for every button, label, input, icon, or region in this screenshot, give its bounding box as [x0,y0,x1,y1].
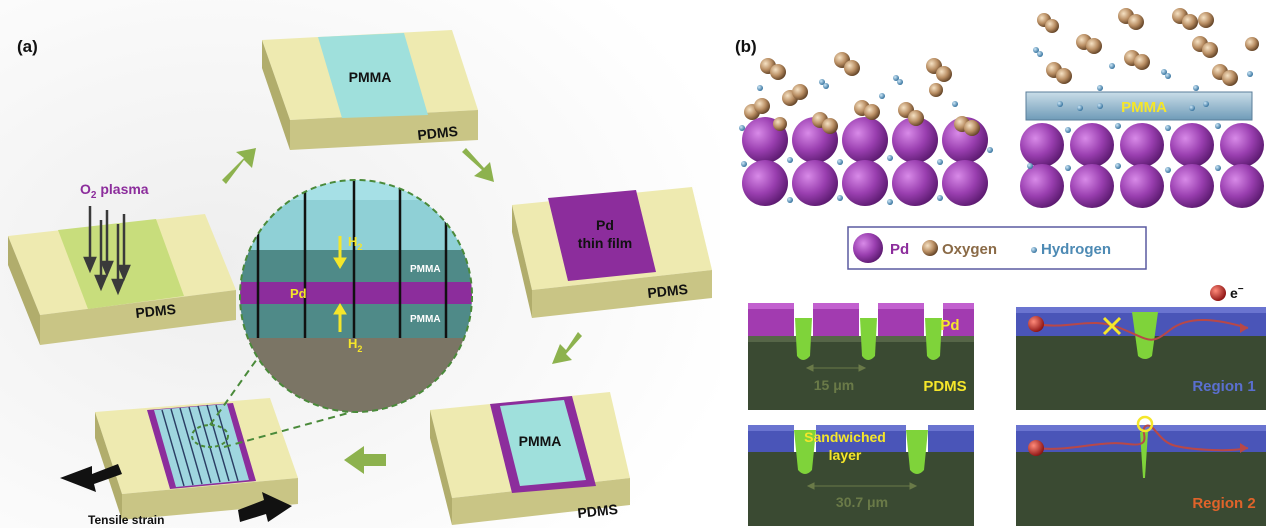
pmma-on-pdms-top: PMMA PDMS [262,30,478,150]
inset-h2-top: H2 [348,234,362,252]
pd-with-pmma: PMMA [1020,8,1264,208]
cross-section-sandwiched: Sandwiched layer 30.7 μm [748,425,974,526]
inset-pd-label: Pd [290,286,307,301]
pd-film-label-1: Pd [596,217,614,233]
zoom-ellipse [191,424,229,448]
electron-path-2 [1035,424,1249,452]
pmma-on-pd-on-pdms: PMMA PDMS [430,392,630,525]
panel-a-label: (a) [17,37,38,56]
pd-without-pmma [739,52,993,206]
pdms-label-top: PDMS [417,123,459,143]
strained-sensor-block: Tensile strain [60,398,298,527]
pmma-barrier-label: PMMA [1121,99,1167,116]
inset-border [239,179,473,413]
electron-path-1 [1035,319,1249,341]
arrow-to-strain [344,446,386,474]
arrow-to-pmma [552,332,582,364]
pd-film [548,190,656,281]
inset-pd-layer [240,282,472,304]
strain-arrow-right [238,492,292,522]
pmma-film-br [500,400,586,486]
blocked-x-icon [1102,316,1122,336]
pdms-label-pd: PDMS [647,281,689,301]
plasma-arrows [83,206,131,296]
sandwiched-label-2: layer [829,447,862,463]
pd-spheres-left [742,117,988,206]
pass-o-icon [1136,415,1154,433]
oxygen-molecules-left [744,52,980,136]
legend-hydrogen-label: Hydrogen [1041,241,1111,258]
region-1-label: Region 1 [1192,378,1255,395]
electron-legend: e− [1210,284,1244,301]
inset-h2-bottom: H2 [348,336,362,354]
pmma-label-top: PMMA [349,69,392,85]
pmma-label-br: PMMA [519,433,562,449]
pmma-barrier-layer [1025,91,1253,121]
inset-pmma-lower: PMMA [410,314,441,325]
inset-h2-arrows [333,236,347,332]
legend-hydrogen-swatch [1031,247,1037,253]
cross-section-region-1: Region 1 [1016,307,1266,410]
pd-thin-film-on-pdms: Pd thin film PDMS [512,187,712,318]
cs1-pdms-label: PDMS [923,378,966,395]
dimension-15um: 15 μm [814,377,854,393]
legend-pd-label: Pd [890,241,909,258]
dimension-arrow-1 [805,364,867,372]
electron-label: e− [1230,284,1244,301]
cross-section-pd-pdms: 15 μm Pd PDMS [748,303,974,410]
oxygen-molecules-right [1037,8,1259,86]
arrow-to-top [222,148,256,184]
electron-icon [1210,285,1226,301]
zoom-lines [209,351,353,448]
tensile-strain-caption: Tensile strain [88,513,164,527]
sandwiched-label-1: Sandwiched [804,429,886,445]
region-2-label: Region 2 [1192,495,1255,512]
strain-arrow-left [60,464,122,492]
zoom-inset: H2 H2 Pd PMMA PMMA [239,179,473,413]
dimension-arrow-2 [806,482,918,490]
pd-film-label-2: thin film [578,235,632,251]
legend-box [847,226,1147,270]
arrow-to-pd [462,148,494,182]
o2-plasma-label: O2 plasma [80,181,149,201]
crack-lines [161,404,239,487]
hydrogen-atoms-left [739,75,993,205]
legend-pd-swatch [853,233,883,263]
cross-section-region-2: Region 2 [1016,415,1266,526]
pmma-film [318,33,428,118]
panel-b-label: (b) [735,37,757,56]
pdms-label-o2: PDMS [135,301,177,321]
o2-plasma-on-pdms: O2 plasma PDMS [8,181,236,345]
hydrogen-atoms-right [1027,47,1253,173]
cs1-pd-label: Pd [940,317,959,334]
inset-pmma-upper: PMMA [410,264,441,275]
pdms-label-br: PDMS [577,501,619,521]
legend-oxygen-label: Oxygen [942,241,997,258]
legend: Pd Oxygen Hydrogen [847,226,1147,270]
legend-oxygen-swatch [922,240,938,256]
pd-spheres-right [1020,123,1264,208]
process-arrows [222,148,582,474]
dimension-30-7um: 30.7 μm [836,494,888,510]
